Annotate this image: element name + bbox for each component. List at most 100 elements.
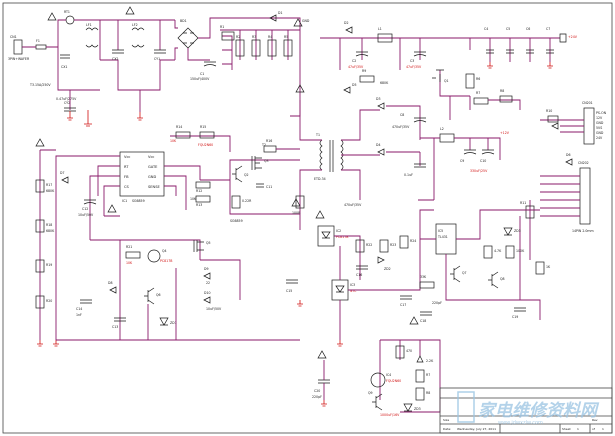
bulk-capacitor <box>203 61 217 67</box>
svg-text:100K: 100K <box>516 249 525 253</box>
svg-text:L1: L1 <box>378 27 382 31</box>
svg-text:Q3: Q3 <box>264 159 269 163</box>
feedback-section: IC2 PC817B IC3 NTC R22 R23 R24 ZD2 IC5 T… <box>315 209 551 340</box>
svg-text:R10: R10 <box>546 109 552 113</box>
ac-input-section: CN1 3PIN+WAFER F1 T3.15A/250V RT1 CX1 0.… <box>8 6 300 127</box>
svg-text:C12: C12 <box>82 207 88 211</box>
svg-text:PC817B: PC817B <box>160 259 172 263</box>
warning-icon <box>295 84 305 93</box>
svg-text:680K: 680K <box>380 81 389 85</box>
connector-cn202 <box>579 167 591 225</box>
svg-text:RT: RT <box>124 165 129 169</box>
svg-text:Q2: Q2 <box>244 173 249 177</box>
svg-text:D1: D1 <box>278 11 282 15</box>
warning-icon <box>409 316 419 325</box>
svg-text:CN201: CN201 <box>582 101 593 105</box>
svg-text:R24: R24 <box>410 239 416 243</box>
ac-input-connector-ref: CN1 <box>10 35 17 39</box>
svg-text:R11: R11 <box>520 201 526 205</box>
svg-text:14PIN 2.0mm: 14PIN 2.0mm <box>572 229 594 233</box>
svg-text:10uF/50V: 10uF/50V <box>206 307 222 311</box>
protection-section: R21 10K Q4 PC817B Q5 D8 Q6 ZD1 D9 22 D10… <box>56 195 305 341</box>
svg-text:C8: C8 <box>400 113 404 117</box>
svg-text:R15: R15 <box>200 125 206 129</box>
svg-text:Q4: Q4 <box>162 249 167 253</box>
svg-text:R18: R18 <box>46 223 52 227</box>
svg-text:R9: R9 <box>362 69 366 73</box>
svg-text:C14: C14 <box>76 307 82 311</box>
svg-text:22: 22 <box>206 281 210 285</box>
svg-text:C3: C3 <box>410 59 414 63</box>
diode-d3 <box>377 102 385 110</box>
svg-text:R7: R7 <box>426 373 430 377</box>
diode-d1 <box>269 14 277 22</box>
svg-text:0.22R: 0.22R <box>242 199 252 203</box>
bulk-capacitor-value: 150uF/400V <box>190 77 210 81</box>
svg-text:SG6859: SG6859 <box>230 219 243 223</box>
thermistor <box>65 15 75 25</box>
svg-text:Q5: Q5 <box>206 241 211 245</box>
x-capacitor-2 <box>112 49 124 54</box>
svg-text:R2: R2 <box>236 35 240 39</box>
svg-text:C20: C20 <box>314 389 320 393</box>
svg-text:D8: D8 <box>108 281 112 285</box>
warning-icon <box>315 210 325 219</box>
diode-d4 <box>377 148 385 156</box>
svg-text:TL431: TL431 <box>437 235 448 239</box>
svg-text:ZD3: ZD3 <box>514 229 521 233</box>
y-capacitor-2-ref: CY2 <box>64 101 70 105</box>
svg-text:ZD2: ZD2 <box>384 267 391 271</box>
thermistor-ref: RT1 <box>64 10 70 14</box>
ac-input-connector-desc: 3PIN+WAFER <box>8 57 30 61</box>
svg-text:R8: R8 <box>500 89 504 93</box>
svg-text:D10: D10 <box>204 291 211 295</box>
svg-text:10K: 10K <box>126 261 133 265</box>
svg-text:R6: R6 <box>476 77 480 81</box>
svg-text:470uF/35V: 470uF/35V <box>392 125 410 129</box>
svg-text:T2: T2 <box>261 143 266 147</box>
svg-text:FB: FB <box>124 175 129 179</box>
svg-text:GND: GND <box>148 175 156 179</box>
svg-text:L2: L2 <box>440 127 444 131</box>
svg-text:47uF/35V: 47uF/35V <box>406 65 422 69</box>
svg-text:0.1uF: 0.1uF <box>404 173 413 177</box>
svg-text:SG6859: SG6859 <box>132 199 145 203</box>
optocoupler-ic4 <box>370 372 386 388</box>
title-block: Size Rev Date: Wednesday, July 27, 2011 … <box>439 387 613 434</box>
x-capacitor-2-ref: CX2 <box>112 57 118 61</box>
svg-text:C2: C2 <box>352 59 356 63</box>
warning-icon <box>107 204 117 213</box>
svg-text:IC1: IC1 <box>122 199 127 203</box>
x-capacitor-1-value: 0.47uF/275V <box>56 97 77 101</box>
svg-text:Q1: Q1 <box>444 79 449 83</box>
svg-text:GND: GND <box>302 19 310 23</box>
ac-input-connector <box>13 39 23 55</box>
svg-text:680K: 680K <box>46 189 55 193</box>
svg-text:R8: R8 <box>426 391 430 395</box>
svg-text:C6: C6 <box>526 27 530 31</box>
y-capacitor-1 <box>154 49 166 54</box>
fuse <box>35 44 47 50</box>
svg-text:D9: D9 <box>204 267 208 271</box>
svg-text:10uF/50V: 10uF/50V <box>78 213 94 217</box>
fuse-value: T3.15A/250V <box>29 83 51 87</box>
svg-text:CS: CS <box>124 185 130 189</box>
warning-icon <box>47 12 57 21</box>
svg-text:1K: 1K <box>546 265 551 269</box>
svg-text:T1: T1 <box>315 133 320 137</box>
svg-text:24V: 24V <box>596 136 603 140</box>
title-block-sheet-label: Sheet <box>562 427 571 431</box>
svg-text:Q6: Q6 <box>156 293 161 297</box>
title-block-of-value: 1 <box>602 427 604 431</box>
svg-text:GND: GND <box>596 121 604 125</box>
svg-text:LF2: LF2 <box>132 23 138 27</box>
svg-text:C19: C19 <box>512 315 518 319</box>
svg-text:D4: D4 <box>376 143 380 147</box>
svg-text:CN202: CN202 <box>578 161 589 165</box>
output-connectors: CN201 PS-ON 12V GND 5VS GND 24V R10 CN20… <box>519 101 607 280</box>
svg-text:IC2: IC2 <box>336 229 341 233</box>
svg-text:SENSE: SENSE <box>148 185 161 189</box>
svg-text:R7: R7 <box>476 91 480 95</box>
